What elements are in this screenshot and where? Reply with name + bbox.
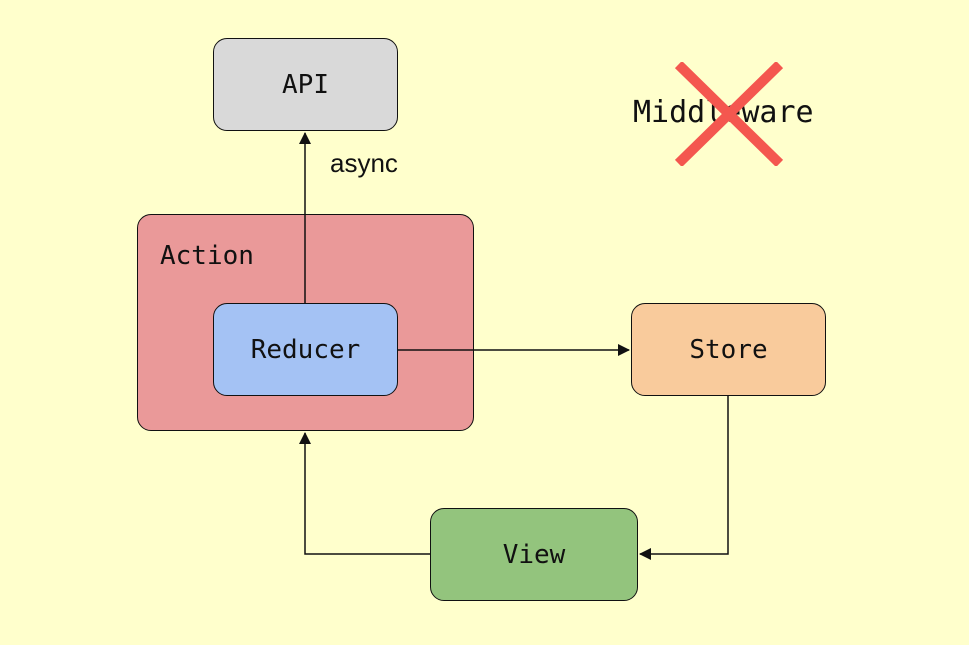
store-label: Store [689,334,768,365]
api-node: API [213,38,398,131]
store-node: Store [631,303,826,396]
async-edge-label: async [330,148,398,178]
reducer-label: Reducer [250,334,361,365]
view-label: View [502,539,566,570]
action-label: Action [160,241,254,271]
view-node: View [430,508,638,601]
reducer-node: Reducer [213,303,398,396]
api-label: API [282,69,329,100]
cross-out-icon [674,62,784,166]
